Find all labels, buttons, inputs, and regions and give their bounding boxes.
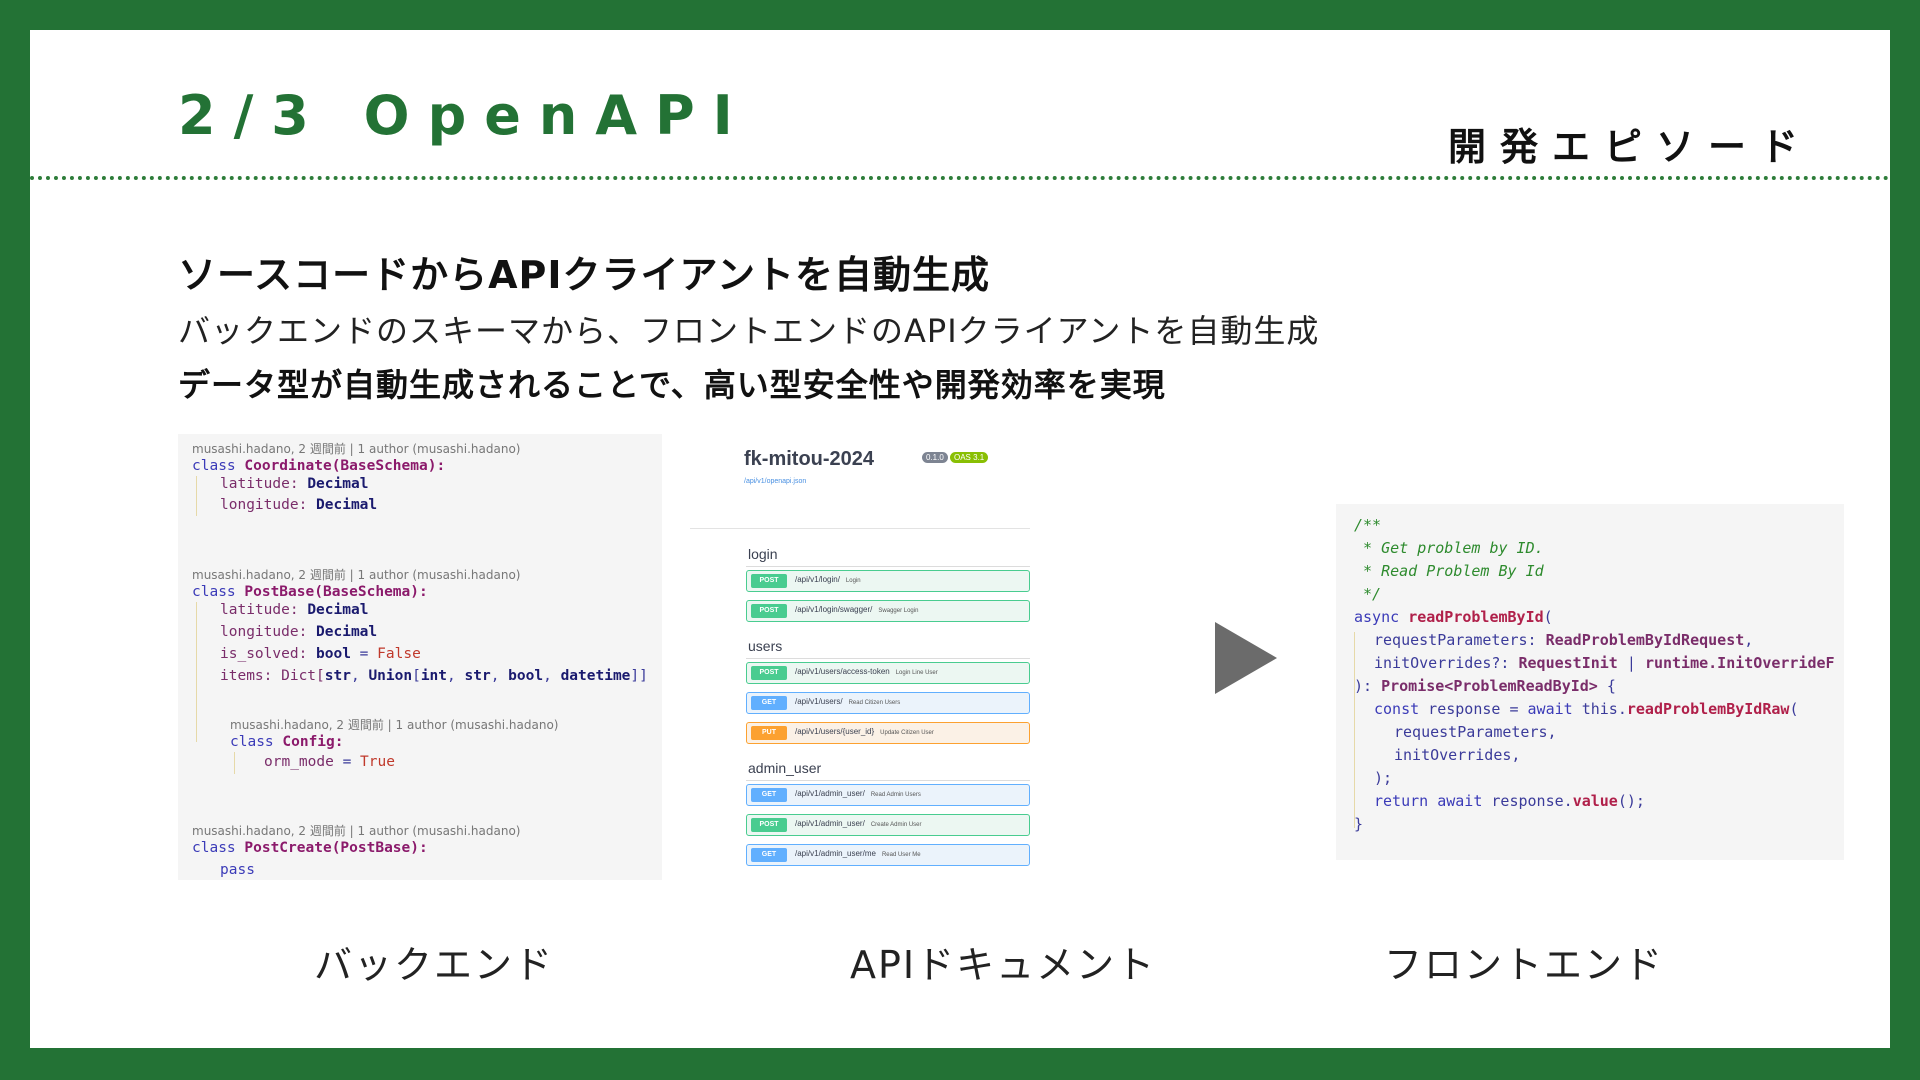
- code-line: latitude: Decimal: [220, 602, 369, 618]
- section-label: 開発エピソード: [1447, 125, 1812, 169]
- code-line: async readProblemById(: [1354, 608, 1553, 626]
- code-line: /**: [1354, 516, 1382, 534]
- code-line: initOverrides?: RequestInit | runtime.In…: [1374, 654, 1835, 672]
- git-blame-annotation: musashi.hadano, 2 週間前 | 1 author (musash…: [192, 442, 521, 456]
- slide: 2/3 OpenAPI 開発エピソード ソースコードからAPIクライアントを自動…: [30, 30, 1890, 1048]
- description-line: バックエンドのスキーマから、フロントエンドのAPIクライアントを自動生成: [178, 312, 1320, 350]
- tag-users[interactable]: users: [748, 638, 783, 654]
- code-line: requestParameters: ReadProblemByIdReques…: [1374, 631, 1754, 649]
- caption-backend: バックエンド: [314, 943, 555, 987]
- code-line: class Coordinate(BaseSchema):: [192, 458, 446, 474]
- endpoint-row[interactable]: GET/api/v1/admin_user/Read Admin Users: [746, 784, 1030, 806]
- tag-login[interactable]: login: [748, 546, 778, 562]
- endpoint-row[interactable]: POST/api/v1/admin_user/Create Admin User: [746, 814, 1030, 836]
- endpoint-row[interactable]: POST/api/v1/login/Login: [746, 570, 1030, 592]
- code-line: }: [1354, 815, 1364, 833]
- code-line: */: [1354, 585, 1382, 603]
- code-line: longitude: Decimal: [220, 497, 378, 513]
- version-badge: 0.1.0: [922, 452, 948, 463]
- code-line: class Config:: [230, 734, 344, 750]
- code-line: class PostCreate(PostBase):: [192, 840, 428, 856]
- benefit-line: データ型が自動生成されることで、高い型安全性や開発効率を実現: [178, 366, 1166, 404]
- endpoint-row[interactable]: PUT/api/v1/users/{user_id}Update Citizen…: [746, 722, 1030, 744]
- git-blame-annotation: musashi.hadano, 2 週間前 | 1 author (musash…: [230, 718, 559, 732]
- code-line: items: Dict[str, Union[int, str, bool, d…: [220, 668, 648, 684]
- caption-api-doc: APIドキュメント: [850, 943, 1157, 987]
- code-line: class PostBase(BaseSchema):: [192, 584, 428, 600]
- spec-link[interactable]: /api/v1/openapi.json: [744, 478, 807, 485]
- code-line: is_solved: bool = False: [220, 646, 421, 662]
- backend-code-panel: musashi.hadano, 2 週間前 | 1 author (musash…: [178, 434, 662, 880]
- code-line: longitude: Decimal: [220, 624, 378, 640]
- code-line: pass: [220, 862, 255, 878]
- code-line: latitude: Decimal: [220, 476, 369, 492]
- code-line: ): Promise<ProblemReadById> {: [1354, 677, 1616, 695]
- code-line: const response = await this.readProblemB…: [1374, 700, 1799, 718]
- frontend-code-panel: /** * Get problem by ID. * Read Problem …: [1336, 504, 1844, 860]
- code-line: orm_mode = True: [264, 754, 395, 770]
- arrow-right-icon: [1215, 622, 1277, 694]
- git-blame-annotation: musashi.hadano, 2 週間前 | 1 author (musash…: [192, 568, 521, 582]
- oas-badge: OAS 3.1: [950, 452, 989, 463]
- caption-frontend: フロントエンド: [1384, 943, 1665, 987]
- tag-admin-user[interactable]: admin_user: [748, 760, 822, 776]
- code-line: requestParameters,: [1394, 723, 1557, 741]
- api-doc-panel: fk-mitou-2024 0.1.0 OAS 3.1 /api/v1/open…: [690, 434, 1030, 894]
- endpoint-row[interactable]: POST/api/v1/login/swagger/Swagger Login: [746, 600, 1030, 622]
- endpoint-row[interactable]: GET/api/v1/users/Read Citizen Users: [746, 692, 1030, 714]
- code-line: initOverrides,: [1394, 746, 1521, 764]
- code-line: * Read Problem By Id: [1354, 562, 1544, 580]
- code-line: * Get problem by ID.: [1354, 539, 1544, 557]
- api-title: fk-mitou-2024: [744, 448, 875, 470]
- git-blame-annotation: musashi.hadano, 2 週間前 | 1 author (musash…: [192, 824, 521, 838]
- code-line: return await response.value();: [1374, 792, 1645, 810]
- code-line: );: [1374, 769, 1393, 787]
- slide-title: 2/3 OpenAPI: [178, 84, 751, 147]
- dotted-divider: [30, 176, 1890, 180]
- heading: ソースコードからAPIクライアントを自動生成: [178, 253, 990, 297]
